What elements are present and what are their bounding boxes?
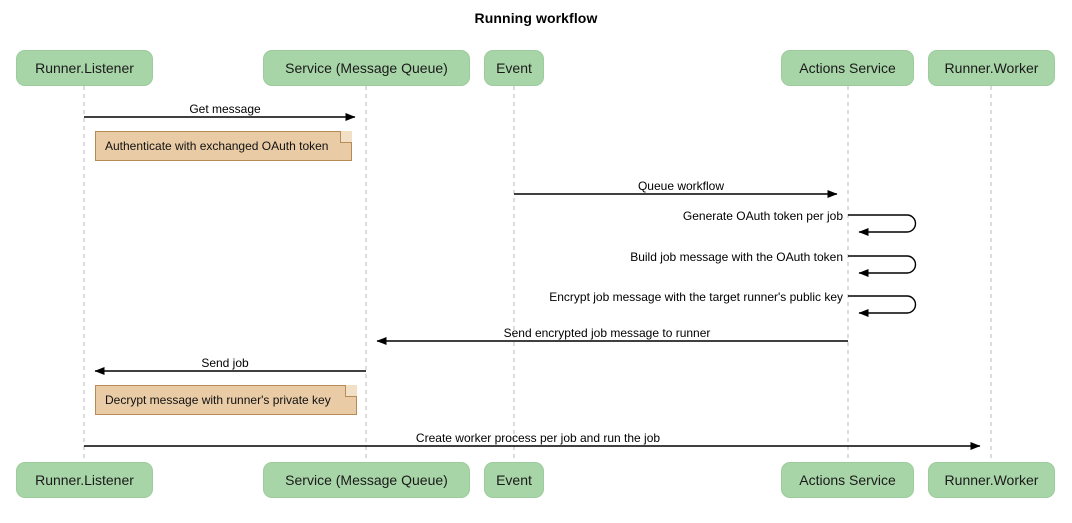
note-label: Decrypt message with runner's private ke… — [105, 393, 331, 407]
note-fold-corner-icon — [340, 131, 352, 143]
participant-event-top[interactable]: Event — [484, 50, 544, 86]
self-message-generate-oauth-token-per-job — [848, 214, 917, 236]
participant-runner-worker-top[interactable]: Runner.Worker — [928, 50, 1055, 86]
participant-event-bottom[interactable]: Event — [484, 462, 544, 498]
message-label-send-job: Send job — [201, 356, 249, 370]
message-label-send-encrypted-job-message-to-runner: Send encrypted job message to runner — [503, 326, 711, 340]
note-authenticate-with-exchanged-oauth-token: Authenticate with exchanged OAuth token — [95, 131, 352, 161]
note-label: Authenticate with exchanged OAuth token — [105, 139, 329, 153]
self-message-build-job-message-with-the-oauth-token — [848, 255, 917, 277]
note-decrypt-message-with-runners-private-key: Decrypt message with runner's private ke… — [95, 385, 357, 415]
message-label-queue-workflow: Queue workflow — [637, 179, 725, 193]
participant-runner-listener-top[interactable]: Runner.Listener — [16, 50, 153, 86]
participant-actions-service-bottom[interactable]: Actions Service — [781, 462, 914, 498]
message-label-build-job-message-with-the-oauth-token: Build job message with the OAuth token — [630, 250, 843, 264]
page-title: Running workflow — [474, 10, 598, 26]
participant-runner-listener-bottom[interactable]: Runner.Listener — [16, 462, 153, 498]
message-label-generate-oauth-token-per-job: Generate OAuth token per job — [682, 209, 843, 223]
participant-service-message-queue-top[interactable]: Service (Message Queue) — [263, 50, 470, 86]
participant-actions-service-top[interactable]: Actions Service — [781, 50, 914, 86]
self-message-encrypt-job-message-with-the-target-runners-public-key — [848, 295, 917, 317]
message-label-create-worker-process-per-job-and-run-the-job: Create worker process per job and run th… — [415, 431, 661, 445]
note-fold-corner-icon — [345, 385, 357, 397]
message-arrows — [84, 113, 981, 450]
message-label-get-message: Get message — [189, 102, 261, 116]
message-label-encrypt-job-message-with-the-target-runners-public-key: Encrypt job message with the target runn… — [549, 290, 843, 304]
lifelines — [83, 86, 992, 462]
participant-service-message-queue-bottom[interactable]: Service (Message Queue) — [263, 462, 470, 498]
participant-runner-worker-bottom[interactable]: Runner.Worker — [928, 462, 1055, 498]
